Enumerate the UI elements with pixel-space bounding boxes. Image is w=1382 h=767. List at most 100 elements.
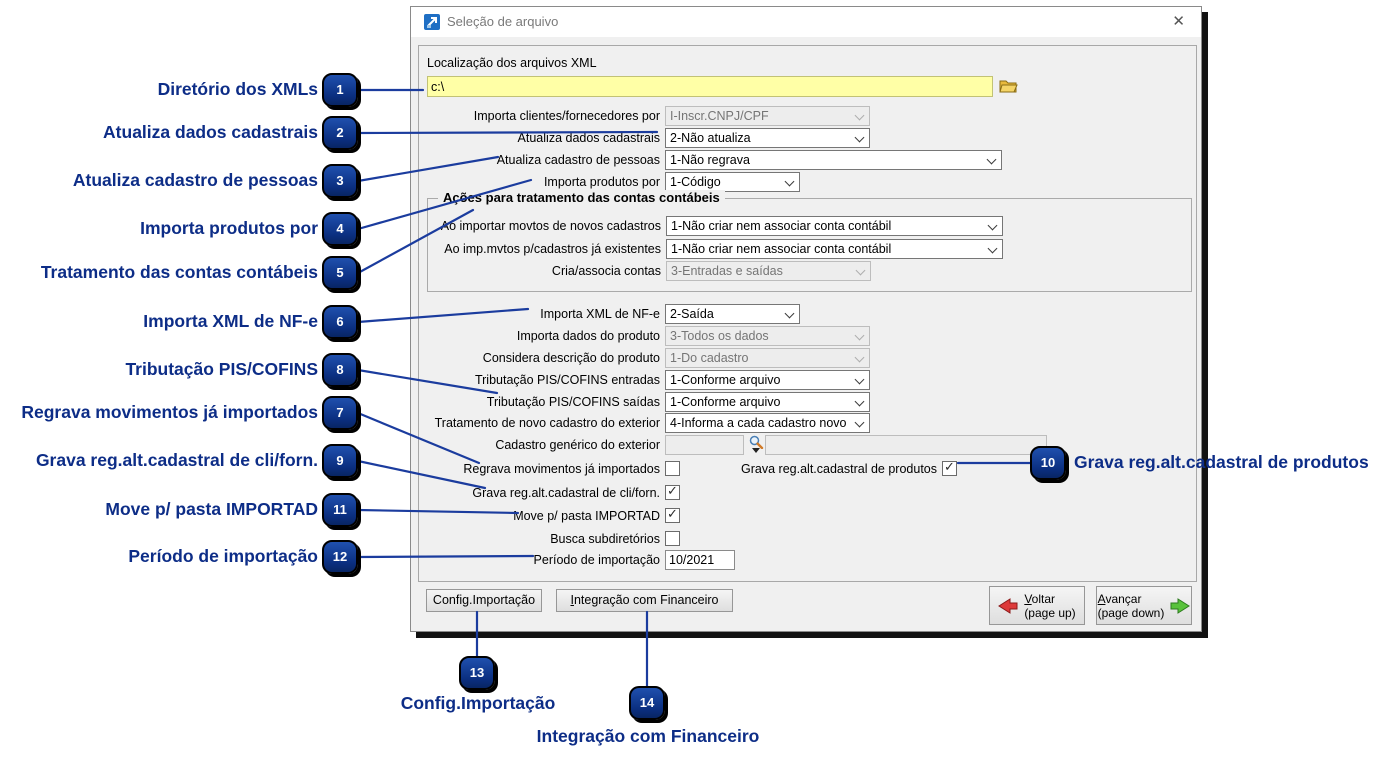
voltar-button[interactable]: Voltar (page up): [989, 586, 1085, 625]
row-periodo: Período de importação: [419, 550, 1196, 570]
combo-tributacao-pis-cofins-saidas[interactable]: 1-Conforme arquivo: [665, 392, 870, 412]
checkbox-move-pasta-importad[interactable]: ✓: [665, 506, 680, 523]
annotation-label-12: Período de importação: [128, 546, 318, 566]
periodo-importacao-input[interactable]: [665, 550, 735, 570]
annotation-label-1: Diretório dos XMLs: [157, 79, 318, 99]
label-importa-clientes-fornecedores-por: Importa clientes/fornecedores por: [473, 109, 660, 123]
annotation-label-2: Atualiza dados cadastrais: [103, 122, 318, 142]
app-icon: [424, 14, 440, 30]
voltar-sublabel: (page up): [1024, 605, 1076, 620]
row-movtos-novos: Ao importar movtos de novos cadastros 1-…: [428, 216, 1191, 236]
annotation-label-8: Tributação PIS/COFINS: [125, 359, 318, 379]
titlebar: Seleção de arquivo ✕: [411, 7, 1201, 37]
row-importa-produtos: Importa produtos por 1-Código: [419, 172, 1196, 192]
annotation-badge-8: 8: [322, 353, 358, 387]
row-tratamento-exterior: Tratamento de novo cadastro do exterior …: [419, 413, 1196, 433]
annotation-label-4: Importa produtos por: [140, 218, 318, 238]
label-tributacao-pis-cofins-entradas: Tributação PIS/COFINS entradas: [474, 373, 660, 387]
close-icon[interactable]: ✕: [1172, 13, 1185, 30]
combo-value: 4-Informa a cada cadastro novo: [670, 416, 847, 430]
combo-importa-xml-de-nfe[interactable]: 2-Saída: [665, 304, 800, 324]
label-regrava-movimentos-ja-importados: Regrava movimentos já importados: [463, 462, 660, 476]
combo-importa-produtos-por[interactable]: 1-Código: [665, 172, 800, 192]
arrow-left-icon: [998, 597, 1018, 614]
groupbox-title: Ações para tratamento das contas contábe…: [438, 190, 725, 205]
checkbox-grava-alt-produtos[interactable]: ✓: [942, 459, 957, 476]
annotation-badge-9: 9: [322, 444, 358, 478]
search-lookup-icon[interactable]: [749, 435, 764, 450]
check-icon: ✓: [667, 506, 678, 521]
xml-path-input[interactable]: [427, 76, 993, 97]
combo-value: 3-Entradas e saídas: [671, 264, 783, 278]
annotation-badge-13: 13: [459, 656, 495, 690]
row-cadastro-generico: Cadastro genérico do exterior: [419, 435, 1196, 455]
combo-atualiza-cadastro-de-pessoas[interactable]: 1-Não regrava: [665, 150, 1002, 170]
cadastro-generico-code-field: [665, 435, 744, 455]
combo-value: 1-Não criar nem associar conta contábil: [671, 219, 892, 233]
annotation-label-10: Grava reg.alt.cadastral de produtos: [1074, 452, 1369, 472]
combo-value: 3-Todos os dados: [670, 329, 769, 343]
checkbox-busca-subdiretorios[interactable]: ✓: [665, 531, 680, 546]
combo-value: 1-Código: [670, 175, 721, 189]
annotation-badge-7: 7: [322, 396, 358, 430]
combo-tributacao-pis-cofins-entradas[interactable]: 1-Conforme arquivo: [665, 370, 870, 390]
row-mvtos-existentes: Ao imp.mvtos p/cadastros já existentes 1…: [428, 239, 1191, 259]
window-title: Seleção de arquivo: [447, 14, 559, 29]
annotation-badge-4: 4: [322, 212, 358, 246]
groupbox-contas-contabeis: Ações para tratamento das contas contábe…: [427, 190, 1192, 292]
combo-value: 1-Do cadastro: [670, 351, 749, 365]
integracao-financeiro-button[interactable]: Integração com Financeiro: [556, 589, 733, 612]
combo-tratamento-novo-cadastro-exterior[interactable]: 4-Informa a cada cadastro novo: [665, 413, 870, 433]
annotation-badge-10: 10: [1030, 446, 1066, 480]
combo-value: 2-Saída: [670, 307, 714, 321]
form-panel: Localização dos arquivos XML Importa cli…: [418, 45, 1197, 582]
path-label: Localização dos arquivos XML: [427, 56, 597, 70]
label-ao-importar-movtos-novos-cadastros: Ao importar movtos de novos cadastros: [440, 219, 661, 233]
lookup-dropdown-triangle-icon[interactable]: [752, 448, 760, 453]
combo-value: I-Inscr.CNPJ/CPF: [670, 109, 769, 123]
checkbox-regrava-movimentos[interactable]: ✓: [665, 461, 680, 476]
label-tributacao-pis-cofins-saidas: Tributação PIS/COFINS saídas: [486, 395, 660, 409]
config-importacao-button[interactable]: Config.Importação: [426, 589, 542, 612]
combo-atualiza-dados-cadastrais[interactable]: 2-Não atualiza: [665, 128, 870, 148]
combo-cria-associa-contas: 3-Entradas e saídas: [666, 261, 871, 281]
label-atualiza-dados-cadastrais: Atualiza dados cadastrais: [517, 131, 660, 145]
label-cadastro-generico-do-exterior: Cadastro genérico do exterior: [495, 438, 660, 452]
label-ao-imp-mvtos-cadastros-existentes: Ao imp.mvtos p/cadastros já existentes: [444, 242, 661, 256]
combo-ao-importar-movtos-novos-cadastros[interactable]: 1-Não criar nem associar conta contábil: [666, 216, 1003, 236]
row-grava-cli-forn: Grava reg.alt.cadastral de cli/forn. ✓: [419, 483, 1196, 503]
check-icon: ✓: [944, 459, 955, 474]
combo-value: 1-Não regrava: [670, 153, 750, 167]
folder-browse-icon[interactable]: [999, 78, 1018, 94]
row-importa-dados-produto: Importa dados do produto 3-Todos os dado…: [419, 326, 1196, 346]
dialog-selecao-de-arquivo: Seleção de arquivo ✕ Localização dos arq…: [410, 6, 1202, 632]
row-pis-cofins-entradas: Tributação PIS/COFINS entradas 1-Conform…: [419, 370, 1196, 390]
combo-importa-dados-do-produto: 3-Todos os dados: [665, 326, 870, 346]
label-busca-subdiretorios: Busca subdiretórios: [550, 532, 660, 546]
row-pis-cofins-saidas: Tributação PIS/COFINS saídas 1-Conforme …: [419, 392, 1196, 412]
avancar-button[interactable]: Avançar (page down): [1096, 586, 1192, 625]
label-importa-dados-do-produto: Importa dados do produto: [516, 329, 660, 343]
arrow-right-icon: [1170, 597, 1191, 614]
combo-ao-imp-mvtos-cadastros-existentes[interactable]: 1-Não criar nem associar conta contábil: [666, 239, 1003, 259]
row-atualiza-pessoas: Atualiza cadastro de pessoas 1-Não regra…: [419, 150, 1196, 170]
checkbox-grava-alt-cli-forn[interactable]: ✓: [665, 483, 680, 500]
label-tratamento-novo-cadastro-exterior: Tratamento de novo cadastro do exterior: [434, 416, 660, 430]
annotation-label-5: Tratamento das contas contábeis: [40, 262, 318, 282]
row-importa-xml-nfe: Importa XML de NF-e 2-Saída: [419, 304, 1196, 324]
cadastro-generico-desc-field: [765, 435, 1047, 455]
row-busca-subdiretorios: Busca subdiretórios ✓: [419, 529, 1196, 549]
avancar-sublabel: (page down): [1097, 605, 1165, 620]
check-icon: ✓: [667, 483, 678, 498]
row-regrava-e-grava-produtos: Regrava movimentos já importados ✓ Grava…: [419, 459, 1196, 479]
combo-value: 2-Não atualiza: [670, 131, 751, 145]
label-grava-alt-cadastral-cli-forn: Grava reg.alt.cadastral de cli/forn.: [472, 486, 660, 500]
combo-value: 1-Conforme arquivo: [670, 373, 781, 387]
row-atualiza-dados: Atualiza dados cadastrais 2-Não atualiza: [419, 128, 1196, 148]
annotation-label-6: Importa XML de NF-e: [143, 311, 318, 331]
combo-value: 1-Não criar nem associar conta contábil: [671, 242, 892, 256]
label-atualiza-cadastro-de-pessoas: Atualiza cadastro de pessoas: [496, 153, 660, 167]
annotation-label-9: Grava reg.alt.cadastral de cli/forn.: [35, 450, 318, 470]
row-cria-associa: Cria/associa contas 3-Entradas e saídas: [428, 261, 1191, 281]
